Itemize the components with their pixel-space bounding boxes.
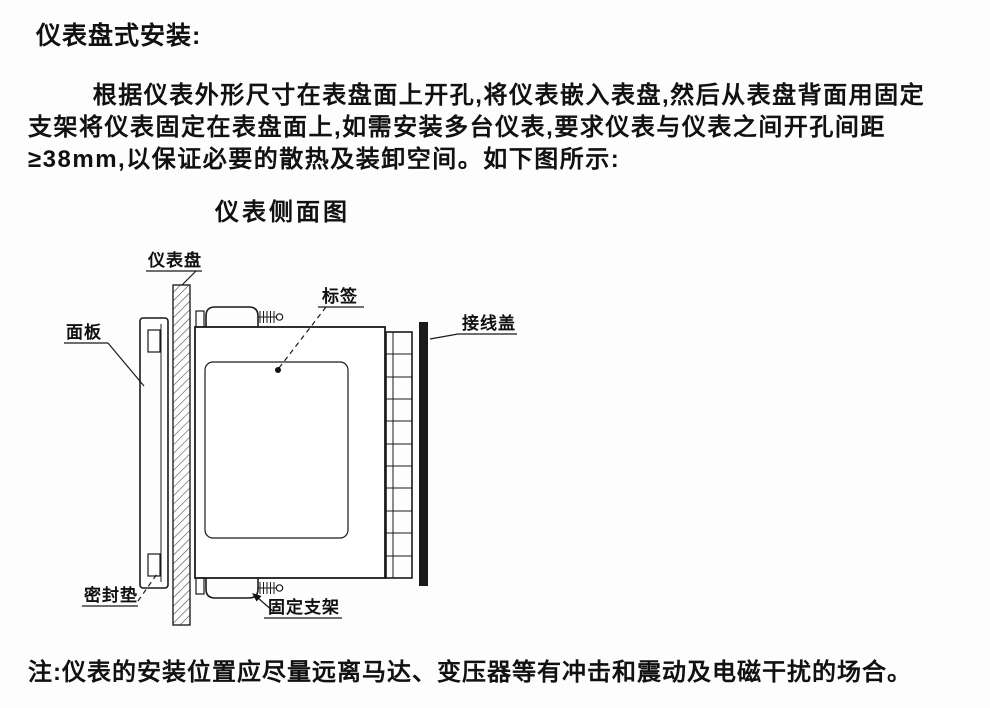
- callout-instrument-panel: 仪表盘: [146, 250, 202, 286]
- mounting-bracket-top: [195, 306, 284, 328]
- callout-fixing-bracket: 固定支架: [252, 593, 342, 619]
- figure-title: 仪表侧面图: [215, 200, 350, 226]
- body-paragraph: 根据仪表外形尺寸在表盘面上开孔,将仪表嵌入表盘,然后从表盘背面用固定支架将仪表固…: [28, 82, 926, 173]
- instrument-panel-board: [172, 284, 191, 626]
- instrument-case: [194, 326, 386, 579]
- label-instrument-panel: 仪表盘: [147, 250, 202, 270]
- bracket-arrowhead: [252, 593, 262, 602]
- mounting-bracket-bottom: [195, 577, 284, 599]
- front-bezel: [139, 317, 169, 589]
- callout-gasket: 密封垫: [82, 573, 158, 607]
- callout-front-bezel: 面板: [64, 322, 145, 387]
- label-terminal-cover: 接线盖: [462, 313, 516, 333]
- gasket-bottom: [147, 553, 161, 577]
- label-area: [204, 361, 349, 539]
- section-title: 仪表盘式安装:: [36, 22, 202, 50]
- terminal-strip: [385, 331, 413, 579]
- diagram-container: 仪表盘 面板 标签 接线盖: [30, 240, 560, 640]
- gasket-top: [147, 329, 161, 353]
- note-text: 注:仪表的安装位置应尽量远离马达、变压器等有冲击和震动及电磁干扰的场合。: [28, 659, 912, 686]
- terminal-cover-bar: [419, 322, 428, 586]
- tag-pointer-dot: [275, 367, 281, 373]
- side-view-diagram: 仪表盘 面板 标签 接线盖: [64, 250, 517, 626]
- callout-tag: 标签: [275, 286, 364, 373]
- label-tag: 标签: [322, 286, 358, 306]
- label-gasket: 密封垫: [84, 585, 138, 605]
- label-front-bezel: 面板: [66, 322, 102, 342]
- label-fixing-bracket: 固定支架: [268, 597, 340, 617]
- callout-terminal-cover: 接线盖: [429, 313, 517, 340]
